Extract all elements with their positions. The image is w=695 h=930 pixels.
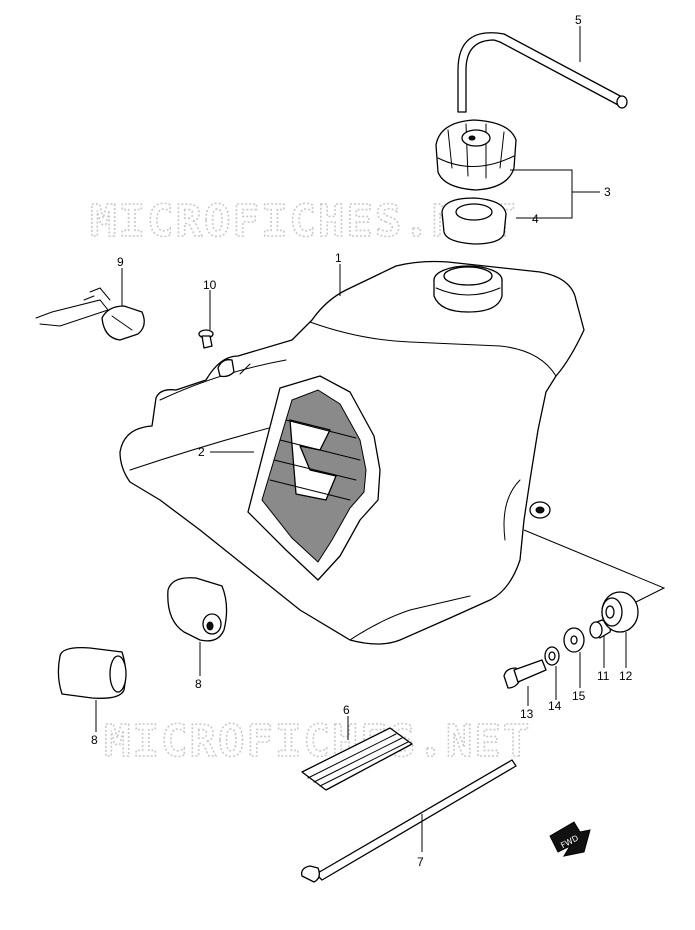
cable-tie <box>301 759 517 883</box>
callout-12: 12 <box>619 669 633 683</box>
callout-14: 14 <box>548 699 562 713</box>
bolt <box>503 659 547 689</box>
cushion-upper <box>167 577 228 642</box>
callout-13: 13 <box>520 707 534 721</box>
callout-1: 1 <box>335 251 342 265</box>
fuel-cap <box>435 119 517 191</box>
callout-labels: 5 3 4 1 9 10 2 8 8 6 7 13 14 15 11 12 <box>91 13 633 869</box>
collar <box>589 619 611 639</box>
callout-2: 2 <box>198 445 205 459</box>
callout-9: 9 <box>117 255 124 269</box>
tank-emblem <box>247 375 381 581</box>
callout-8-upper: 8 <box>195 677 202 691</box>
clamp <box>35 287 145 341</box>
breather-hose <box>457 32 628 113</box>
cap-gasket <box>441 197 507 245</box>
callout-5: 5 <box>575 13 582 27</box>
callout-15: 15 <box>572 689 586 703</box>
grommet <box>601 591 639 633</box>
callout-7: 7 <box>417 855 424 869</box>
screw <box>198 329 214 349</box>
forward-arrow-icon: FWD <box>549 821 591 857</box>
leader-lines <box>95 26 666 852</box>
washer-small <box>544 646 560 666</box>
washer-large <box>563 627 585 653</box>
watermark-bottom: MICROFICHES.NET <box>104 716 531 767</box>
callout-11: 11 <box>597 669 610 683</box>
callout-8-lower: 8 <box>91 733 98 747</box>
rubber-damper <box>301 727 413 791</box>
callout-4: 4 <box>532 212 539 226</box>
callout-3: 3 <box>604 185 611 199</box>
cushion-lower <box>57 647 127 699</box>
callout-10: 10 <box>203 278 217 292</box>
callout-6: 6 <box>343 703 350 717</box>
